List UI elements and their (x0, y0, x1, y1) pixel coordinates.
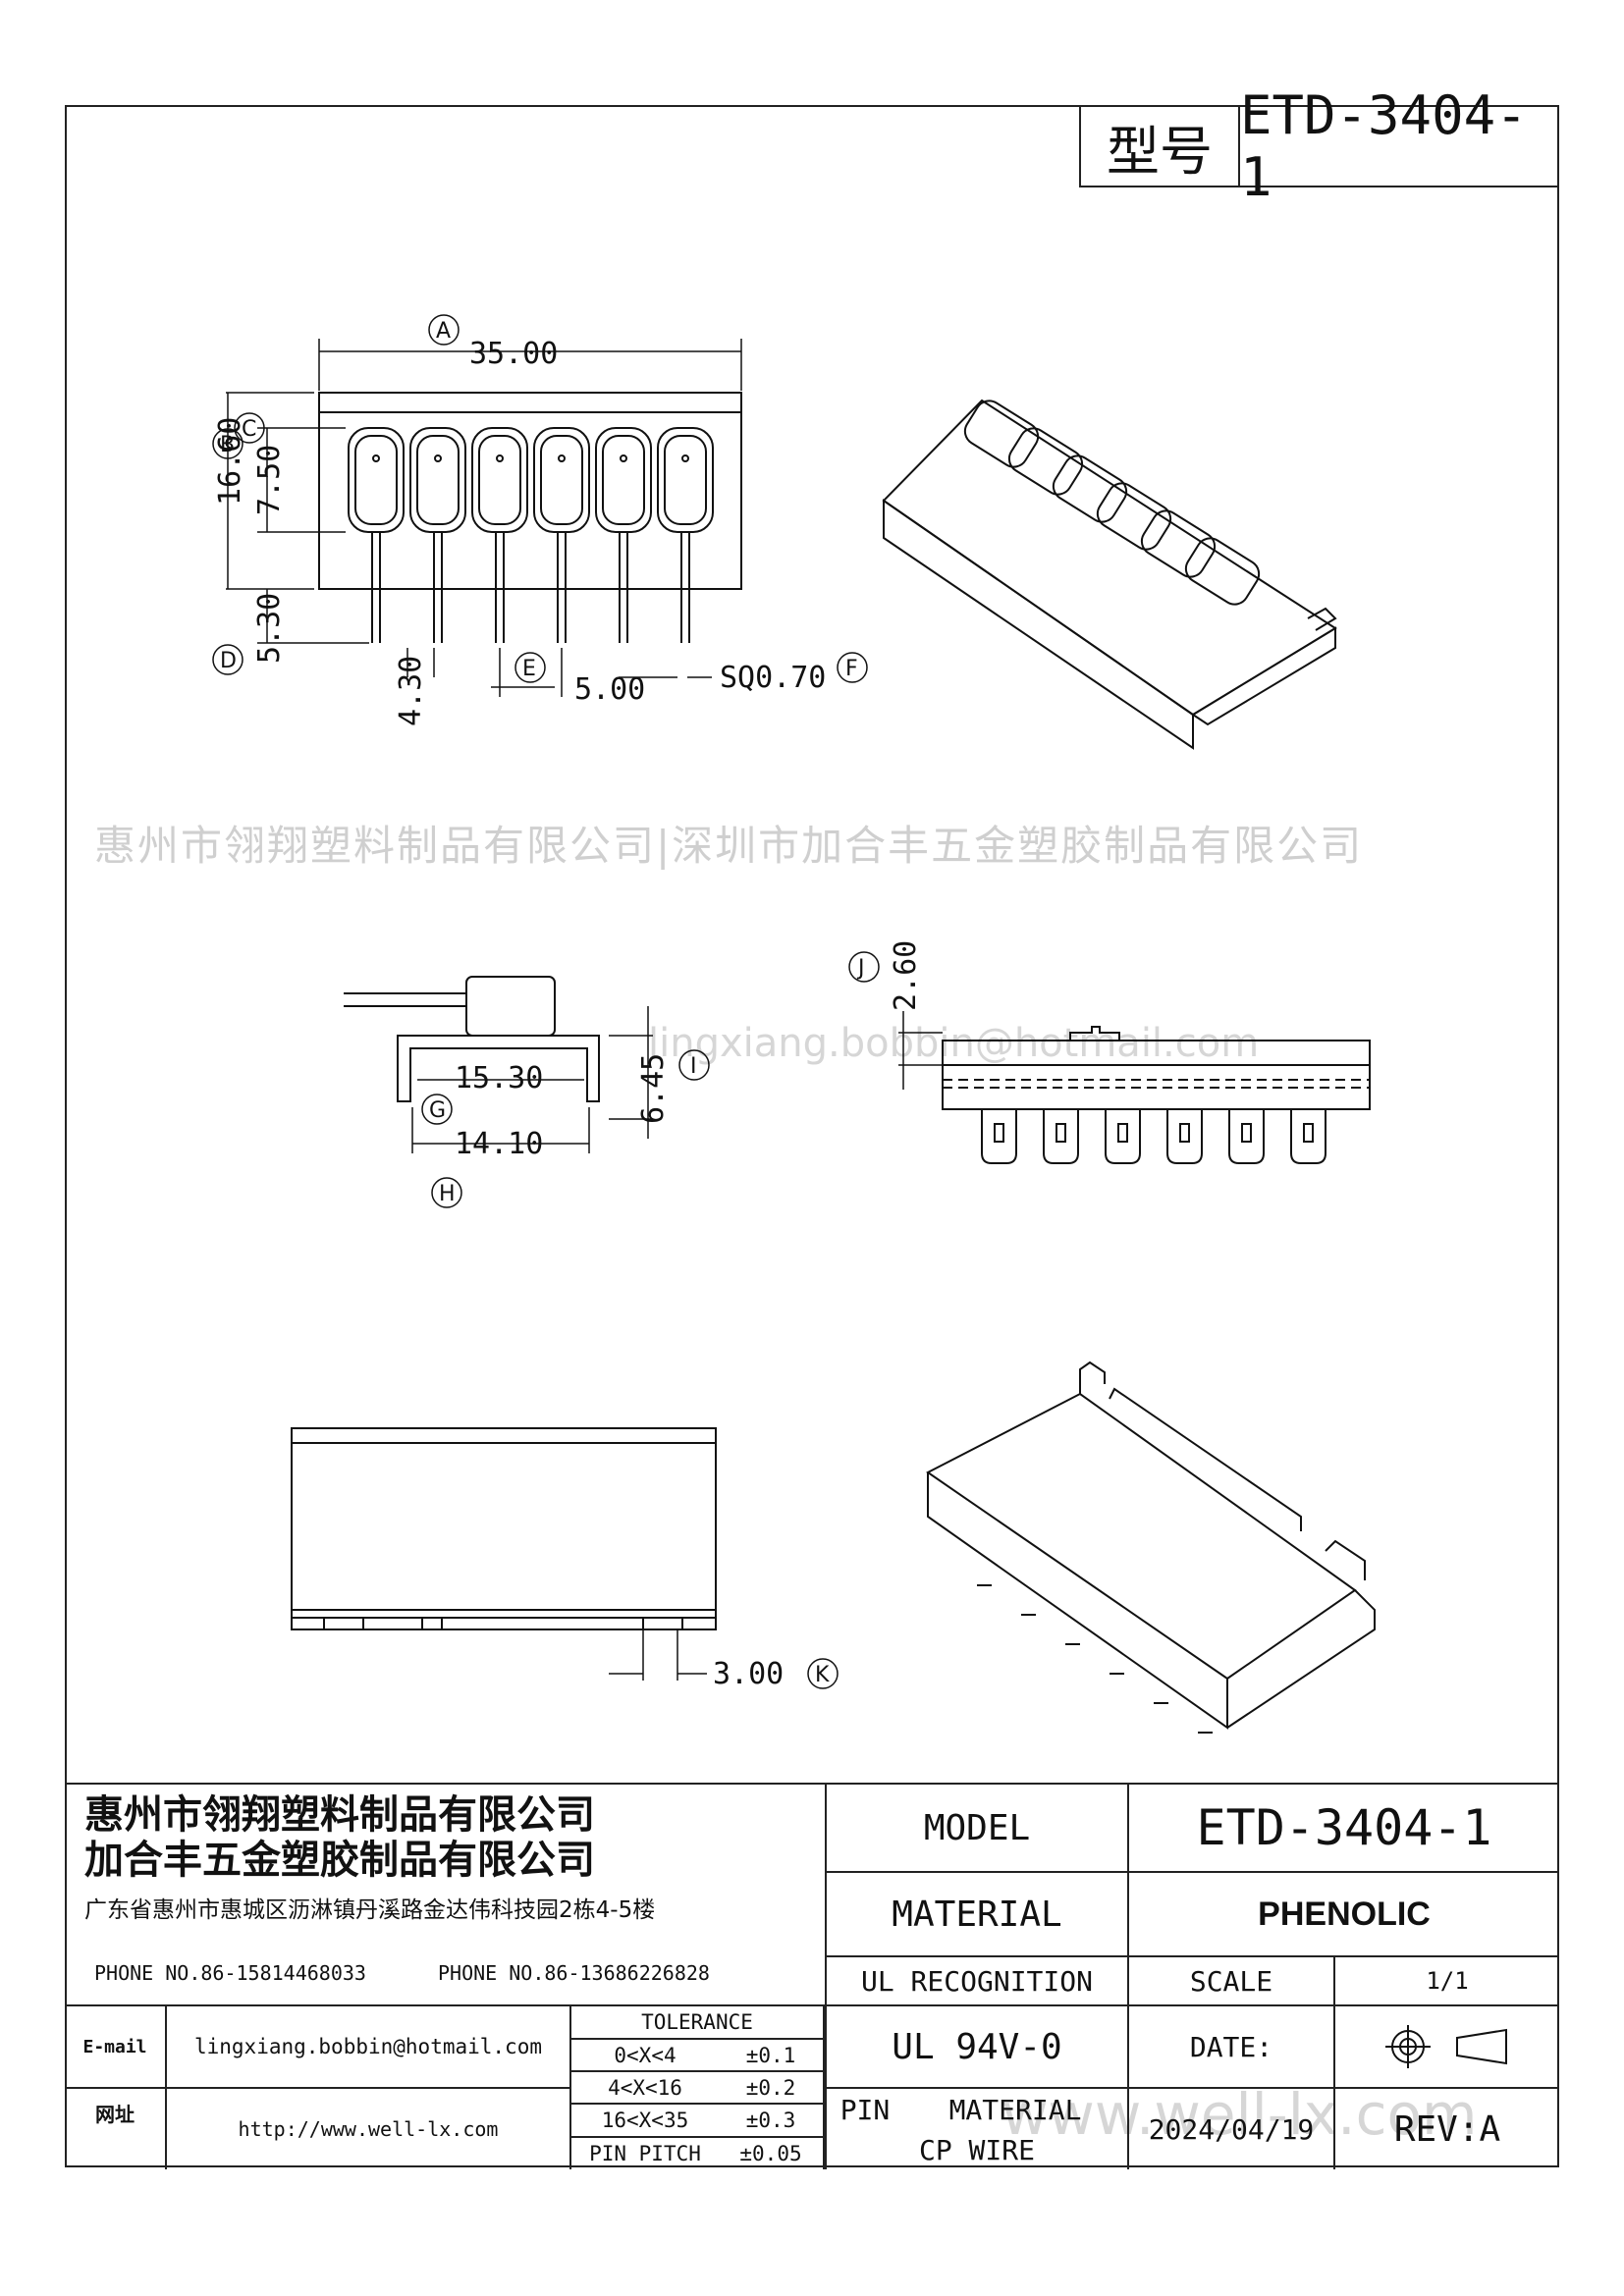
side-view: 15.30 14.10 6.45 G H I (344, 976, 710, 1208)
marker-f: F (845, 657, 858, 681)
top-view: 3.00 K (291, 1427, 839, 1691)
tolerance-range-1: 4<X<16 (571, 2070, 719, 2103)
dim-a-text: 35.00 (469, 337, 558, 371)
pin-material-label: MATERIAL (903, 2087, 1127, 2130)
iso-bottom-pins (977, 1584, 1213, 1734)
marker-g: G (429, 1098, 446, 1123)
bottom-view-pins (981, 1109, 1326, 1164)
title-block: 惠州市翎翔塑料制品有限公司 加合丰五金塑胶制品有限公司 广东省惠州市惠城区沥淋镇… (65, 1783, 1559, 2169)
revision: REV:A (1333, 2087, 1559, 2169)
dim-d2-text: 4.30 (394, 656, 428, 726)
email-label: E-mail (65, 2004, 167, 2087)
company-watermark: 惠州市翎翔塑料制品有限公司|深圳市加合丰五金塑胶制品有限公司 (94, 822, 1364, 870)
date-value: 2024/04/19 (1127, 2087, 1333, 2169)
website-watermark: www.well-lx.com (1001, 2081, 1478, 2148)
material-value: PHENOLIC (1127, 1871, 1559, 1955)
phone-1: PHONE NO.86-15814468033 (94, 1961, 366, 1985)
marker-c: C (242, 417, 256, 442)
email-value: lingxiang.bobbin@hotmail.com (167, 2004, 571, 2087)
company-address: 广东省惠州市惠城区沥淋镇丹溪路金达伟科技园2栋4-5楼 (84, 1897, 656, 1923)
company-name-2: 加合丰五金塑胶制品有限公司 (84, 1838, 595, 1883)
model-value: ETD-3404-1 (1127, 1785, 1559, 1871)
iso-pin-housings (963, 400, 1261, 606)
ul-value: UL 94V-0 (825, 2004, 1127, 2087)
dim-f-text: SQ0.70 (720, 661, 826, 695)
dim-c-text: 7.50 (252, 445, 287, 515)
dim-h-text: 14.10 (455, 1127, 543, 1161)
isometric-view-bottom (926, 1361, 1376, 1734)
marker-a: A (436, 319, 451, 344)
material-label: MATERIAL (825, 1871, 1127, 1955)
dim-d-text: 5.30 (252, 593, 287, 664)
pin-label: PIN (825, 2087, 903, 2130)
marker-e: E (522, 657, 536, 681)
tolerance-value-1: ±0.2 (719, 2070, 825, 2103)
tolerance-value-0: ±0.1 (719, 2038, 825, 2070)
dim-e-text: 5.00 (574, 672, 645, 707)
marker-b: B (220, 433, 235, 457)
tolerance-range-0: 0<X<4 (571, 2038, 719, 2070)
web-value: http://www.well-lx.com (167, 2087, 571, 2169)
marker-k: K (815, 1663, 830, 1687)
ul-recognition-label: UL RECOGNITION (825, 1955, 1127, 2004)
drawing-frame (65, 105, 1559, 2167)
dim-k-text: 3.00 (713, 1657, 784, 1691)
third-angle-projection-icon (1385, 2025, 1507, 2068)
front-view: 35.00 16.60 7.50 5.30 4.30 5.00 SQ0.70 A… (212, 314, 868, 726)
web-label: 网址 (65, 2087, 167, 2169)
date-label: DATE: (1127, 2004, 1333, 2087)
bottom-view: 2.60 J (848, 940, 1371, 1164)
tolerance-value-2: ±0.3 (719, 2103, 825, 2136)
marker-j: J (856, 956, 865, 981)
front-view-pins (348, 427, 714, 643)
projection-symbol-cell (1333, 2004, 1559, 2087)
dim-i-text: 6.45 (636, 1053, 671, 1124)
pin-material-value: CP WIRE (825, 2130, 1127, 2169)
tolerance-range-3: PIN PITCH (571, 2136, 719, 2169)
tolerance-range-2: 16<X<35 (571, 2103, 719, 2136)
company-name-1: 惠州市翎翔塑料制品有限公司 (84, 1792, 595, 1838)
marker-i: I (690, 1054, 697, 1079)
tolerance-title: TOLERANCE (571, 2004, 825, 2038)
dim-g-text: 15.30 (455, 1061, 543, 1095)
model-label: MODEL (825, 1785, 1127, 1871)
dim-j-text: 2.60 (889, 940, 923, 1011)
marker-d: D (220, 649, 237, 673)
front-view-body (318, 392, 742, 590)
model-header-label: 型号 (1081, 107, 1240, 186)
technical-drawing: 35.00 16.60 7.50 5.30 4.30 5.00 SQ0.70 A… (212, 314, 1376, 1734)
tolerance-value-3: ±0.05 (719, 2136, 825, 2169)
email-watermark: lingxiang.bobbin@hotmail.com (648, 1021, 1260, 1066)
phone-2: PHONE NO.86-13686226828 (438, 1961, 710, 1985)
marker-h: H (439, 1182, 456, 1206)
scale-label: SCALE (1127, 1955, 1333, 2004)
isometric-view-top (882, 399, 1337, 750)
scale-value: 1/1 (1333, 1955, 1559, 2004)
